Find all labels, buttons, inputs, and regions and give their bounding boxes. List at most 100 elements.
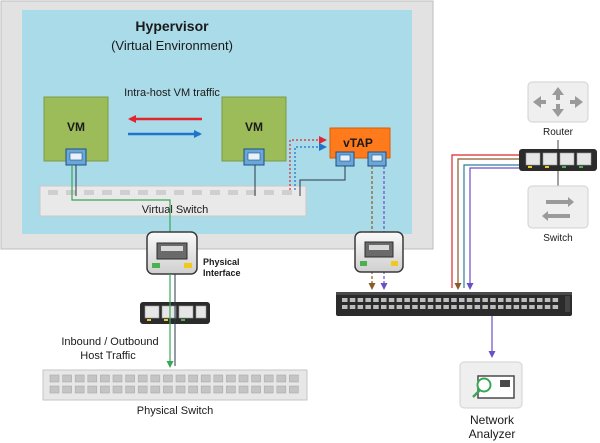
physical-switch-port <box>74 385 85 394</box>
physical-switch-port <box>276 374 287 383</box>
virtual-switch-port <box>48 190 58 195</box>
physical-switch-port <box>213 385 224 394</box>
network-packet-broker-port <box>443 305 449 309</box>
virtual-switch-port <box>246 190 256 195</box>
physical-switch-port <box>87 385 98 394</box>
network-packet-broker-port <box>474 298 481 302</box>
router-icon[interactable] <box>527 81 589 123</box>
physical-switch-port <box>289 374 299 383</box>
network-packet-broker-port <box>357 305 364 309</box>
network-packet-broker-port <box>420 305 426 309</box>
network-packet-broker-port <box>427 298 434 302</box>
router-tap-module-icon[interactable] <box>519 149 597 171</box>
physical-switch-port <box>49 385 60 394</box>
vm-2-label: VM <box>245 120 263 134</box>
vm-1-uplink-line <box>71 165 171 246</box>
network-packet-broker-port <box>459 305 465 309</box>
network-packet-broker-port <box>357 298 364 302</box>
physical-switch-port <box>200 374 211 383</box>
network-packet-broker-port <box>396 305 403 309</box>
intra-host-traffic-label: Intra-host VM traffic <box>124 87 220 99</box>
switch-label: Switch <box>543 233 572 244</box>
network-packet-broker-port <box>404 305 410 309</box>
inline-tap-module-icon[interactable] <box>140 302 210 324</box>
virtual-switch-port <box>174 190 184 195</box>
virtual-switch-port <box>102 190 112 195</box>
vm-1-label: VM <box>67 120 85 134</box>
physical-interface-icon[interactable] <box>146 231 198 275</box>
network-packet-broker-port <box>521 305 527 309</box>
physical-switch-port <box>87 374 98 383</box>
physical-switch-port <box>112 385 123 394</box>
network-packet-broker-port <box>396 298 403 302</box>
network-packet-broker-port <box>373 305 379 309</box>
network-packet-broker-port <box>412 305 418 309</box>
network-packet-broker-port <box>482 305 488 309</box>
network-packet-broker-port <box>388 298 395 302</box>
virtual-switch-port <box>264 190 274 195</box>
network-packet-broker-port <box>544 298 551 302</box>
physical-switch-port <box>188 385 198 394</box>
network-analyzer-icon[interactable] <box>459 361 523 409</box>
virtual-switch-port <box>228 190 238 195</box>
physical-switch-port <box>74 374 85 383</box>
physical-switch-port <box>100 374 110 383</box>
physical-switch-port <box>263 385 274 394</box>
physical-switch-port <box>213 374 224 383</box>
network-packet-broker-port <box>412 298 418 302</box>
network-packet-broker-ports <box>342 298 559 309</box>
physical-switch-port <box>175 385 186 394</box>
physical-switch-port <box>188 374 198 383</box>
physical-switch-port <box>62 385 72 394</box>
network-packet-broker-port <box>443 298 449 302</box>
router-tap-purple-line <box>466 167 519 290</box>
network-packet-broker-port <box>490 298 496 302</box>
network-packet-broker-port <box>420 298 426 302</box>
virtual-switch-port <box>210 190 220 195</box>
network-packet-broker-port <box>474 305 481 309</box>
physical-switch-port <box>137 374 148 383</box>
network-packet-broker-port <box>529 305 535 309</box>
network-packet-broker-port <box>498 305 504 309</box>
vtap-dotted-red-line <box>289 136 327 190</box>
vtap-label: vTAP <box>343 136 373 150</box>
network-packet-broker-port <box>427 305 434 309</box>
network-packet-broker-port <box>365 305 371 309</box>
switch-icon[interactable] <box>527 185 589 229</box>
router-tap-brown-line <box>454 158 519 290</box>
network-analyzer-label-line1: Network <box>470 413 515 427</box>
physical-switch-label: Physical Switch <box>137 405 213 417</box>
vtap-port-right-icon <box>367 151 387 167</box>
network-packet-broker-port <box>552 298 559 302</box>
physical-switch-body[interactable] <box>42 369 308 401</box>
network-packet-broker-port <box>537 298 543 302</box>
network-packet-broker-port <box>505 298 512 302</box>
network-packet-broker-port <box>381 305 387 309</box>
physical-switch-port <box>163 385 173 394</box>
tap-physical-port-icon[interactable] <box>354 231 404 273</box>
network-packet-broker-port <box>529 298 535 302</box>
router-tap-teal-line <box>463 164 519 288</box>
network-analyzer-label-line2: Analyzer <box>469 427 516 441</box>
vm-1-port-icon <box>65 148 87 166</box>
network-packet-broker-port <box>451 298 457 302</box>
network-packet-broker-port <box>490 305 496 309</box>
network-packet-broker-port <box>381 298 387 302</box>
network-packet-broker-port <box>466 298 473 302</box>
physical-switch-port <box>112 374 123 383</box>
physical-interface-label-line1: Physical <box>203 257 240 267</box>
network-packet-broker-port <box>482 298 488 302</box>
network-packet-broker-port <box>373 298 379 302</box>
router-tap-red-line <box>451 154 519 288</box>
virtual-switch-port <box>84 190 94 195</box>
physical-switch-port <box>276 385 287 394</box>
virtual-switch-port <box>138 190 148 195</box>
network-packet-broker-port <box>365 298 371 302</box>
network-packet-broker-port <box>349 305 356 309</box>
vtap-return-line <box>299 166 346 196</box>
network-packet-broker-port <box>505 305 512 309</box>
network-packet-broker-icon[interactable] <box>336 292 572 316</box>
virtual-switch-port <box>156 190 166 195</box>
network-packet-broker-port <box>435 298 442 302</box>
